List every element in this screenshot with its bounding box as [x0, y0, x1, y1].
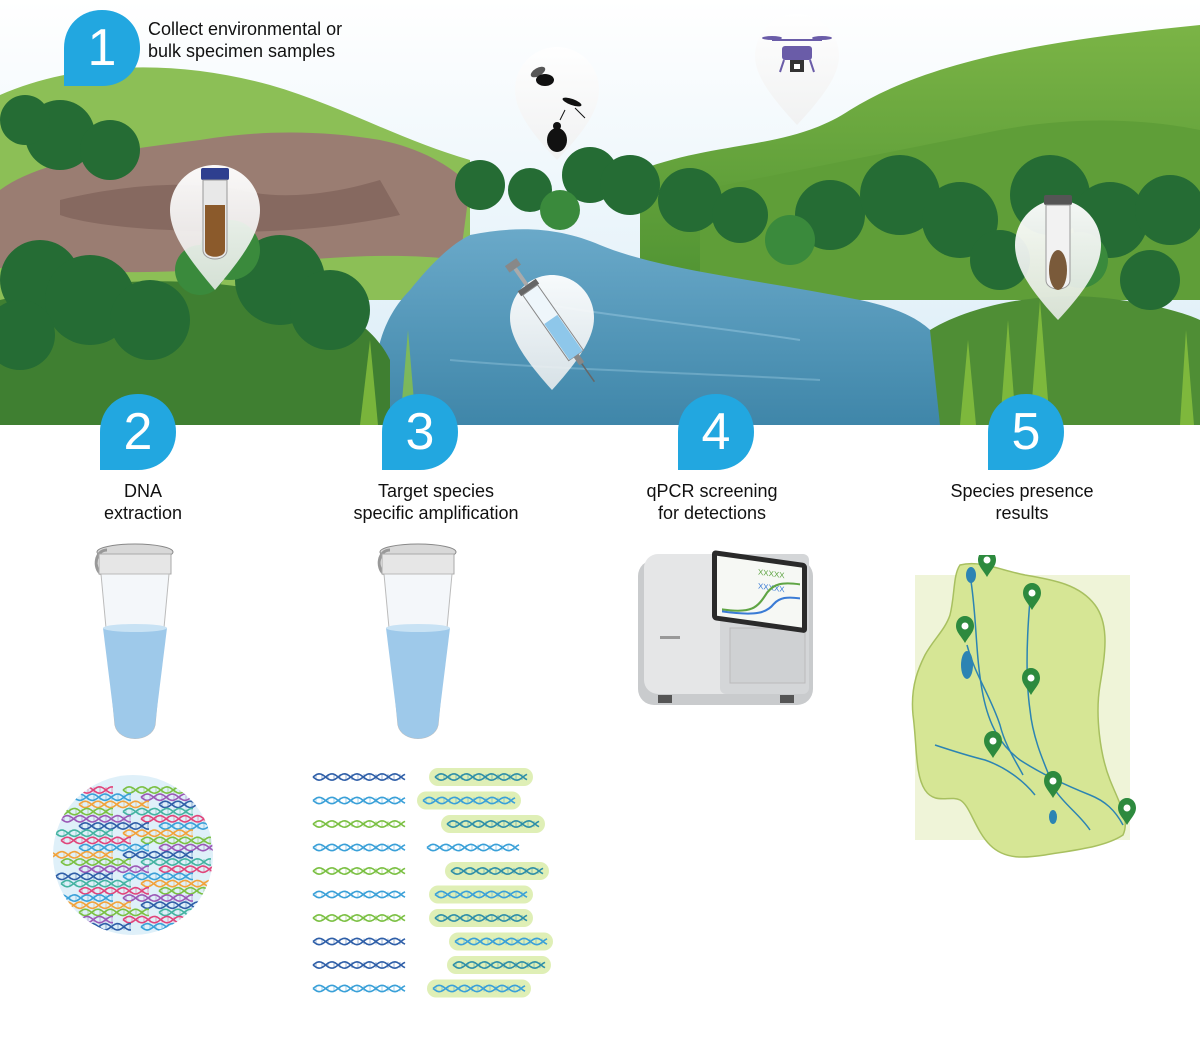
dna-strand-icon [122, 872, 193, 881]
amplification-glow [429, 768, 533, 786]
soil-sample-pin [170, 165, 260, 290]
dna-strand-icon [312, 960, 406, 970]
dna-strand-icon [60, 836, 131, 845]
dna-strand-icon [122, 829, 193, 838]
step-2-number: 2 [123, 403, 153, 461]
qpcr-machine: XXXXX XXXXX [638, 550, 813, 705]
step-4-label: qPCR screening for detections [646, 481, 778, 523]
step-3-number: 3 [405, 403, 435, 461]
dna-strand-icon [434, 772, 528, 782]
qpcr-machine-icon: XXXXX XXXXX [638, 550, 813, 705]
dna-strand-icon [450, 866, 544, 876]
dna-strand-icon [78, 886, 149, 895]
dna-strand-icon [158, 843, 213, 852]
step-4-badge: 4 [676, 392, 756, 472]
dna-strand-icon [78, 800, 149, 809]
dna-strand-icon [158, 821, 213, 831]
step-2-label: DNA extraction [103, 481, 183, 523]
dna-strand-icon [426, 843, 520, 852]
dna-strand-icon [446, 819, 540, 829]
dna-strand-icon [53, 850, 113, 859]
microtube-icon [377, 543, 457, 739]
dna-strand-icon [312, 890, 406, 899]
step-4-number: 4 [701, 403, 731, 461]
sediment-tube-icon [1044, 195, 1072, 290]
soil-tube-icon [201, 168, 229, 260]
dna-strand-icon [78, 843, 149, 852]
dna-strand-icon [60, 857, 131, 867]
dna-strand-icon [312, 937, 406, 946]
drone-sample-pin [755, 14, 839, 125]
dna-strand-icon [122, 893, 193, 903]
dna-strand-icon [312, 796, 406, 805]
step-5-label: Species presence results [950, 481, 1094, 523]
dna-strand-icon [454, 937, 548, 946]
extracted-dna-circle [53, 775, 213, 935]
step-3-badge: 3 [380, 392, 460, 472]
dna-strand-icon [122, 807, 193, 816]
step-1-label: Collect environmental or bulk specimen s… [148, 19, 343, 61]
dna-strand-icon [312, 819, 406, 829]
map-pin-icon [978, 555, 996, 577]
water-sample-pin [504, 258, 596, 390]
amplification-glow [449, 932, 553, 951]
amplification-glow [427, 979, 531, 998]
dna-strand-icon [140, 857, 211, 867]
microtube-icon [94, 543, 174, 739]
step-3-label: Target species specific amplification [353, 481, 519, 523]
dna-strand-icon [122, 850, 193, 859]
dna-strand-icon [78, 865, 149, 874]
dna-strand-icon [432, 984, 526, 993]
map-pin-icon [1023, 583, 1041, 610]
dna-strand-icon [434, 913, 528, 923]
landscape-scene [0, 0, 1200, 425]
amplification-glow [447, 956, 551, 974]
dna-strand-icon [312, 843, 406, 852]
qpcr-screen-label: XXXXX [758, 567, 785, 580]
dna-strand-icon [78, 821, 149, 831]
sediment-sample-pin [1015, 195, 1101, 320]
step-5-badge: 5 [986, 392, 1066, 472]
amplification-glow [417, 791, 521, 810]
insect-sample-pin [515, 47, 599, 160]
dna-strand-icon [60, 879, 131, 888]
map-pin-icon [1022, 668, 1040, 695]
map-pin-icon [1044, 771, 1062, 798]
map-pin-icon [1118, 798, 1136, 825]
amplification-glow [429, 885, 533, 904]
step-5-number: 5 [1011, 403, 1041, 461]
step-1-number: 1 [87, 19, 117, 77]
step-2-badge: 2 [98, 392, 178, 472]
map-pin-icon [956, 616, 974, 643]
dna-strand-icon [140, 836, 211, 845]
amplification-glow [445, 862, 549, 880]
dna-strand-icon [140, 814, 211, 823]
dna-strand-icon [312, 913, 406, 923]
dna-strand-icon [60, 814, 131, 823]
dna-strand-icon [422, 796, 516, 805]
amplification-tube [377, 543, 457, 739]
extraction-tube [94, 543, 174, 739]
syringe-icon [504, 258, 596, 383]
step-1-badge: 1 [62, 8, 142, 88]
dna-strand-icon [312, 772, 406, 782]
amplification-glow [441, 815, 545, 833]
dna-strand-icon [434, 890, 528, 899]
species-presence-map [911, 555, 1136, 858]
dna-strand-icon [452, 960, 546, 970]
amplified-dna-strands [312, 768, 553, 998]
amplification-glow [429, 909, 533, 927]
dna-strand-icon [312, 984, 406, 993]
dna-strand-icon [312, 866, 406, 876]
dna-strand-icon [158, 865, 213, 874]
insects-icon [530, 66, 586, 152]
dna-strand-icon [78, 908, 149, 917]
map-pin-icon [984, 731, 1002, 758]
drone-icon [762, 36, 832, 73]
